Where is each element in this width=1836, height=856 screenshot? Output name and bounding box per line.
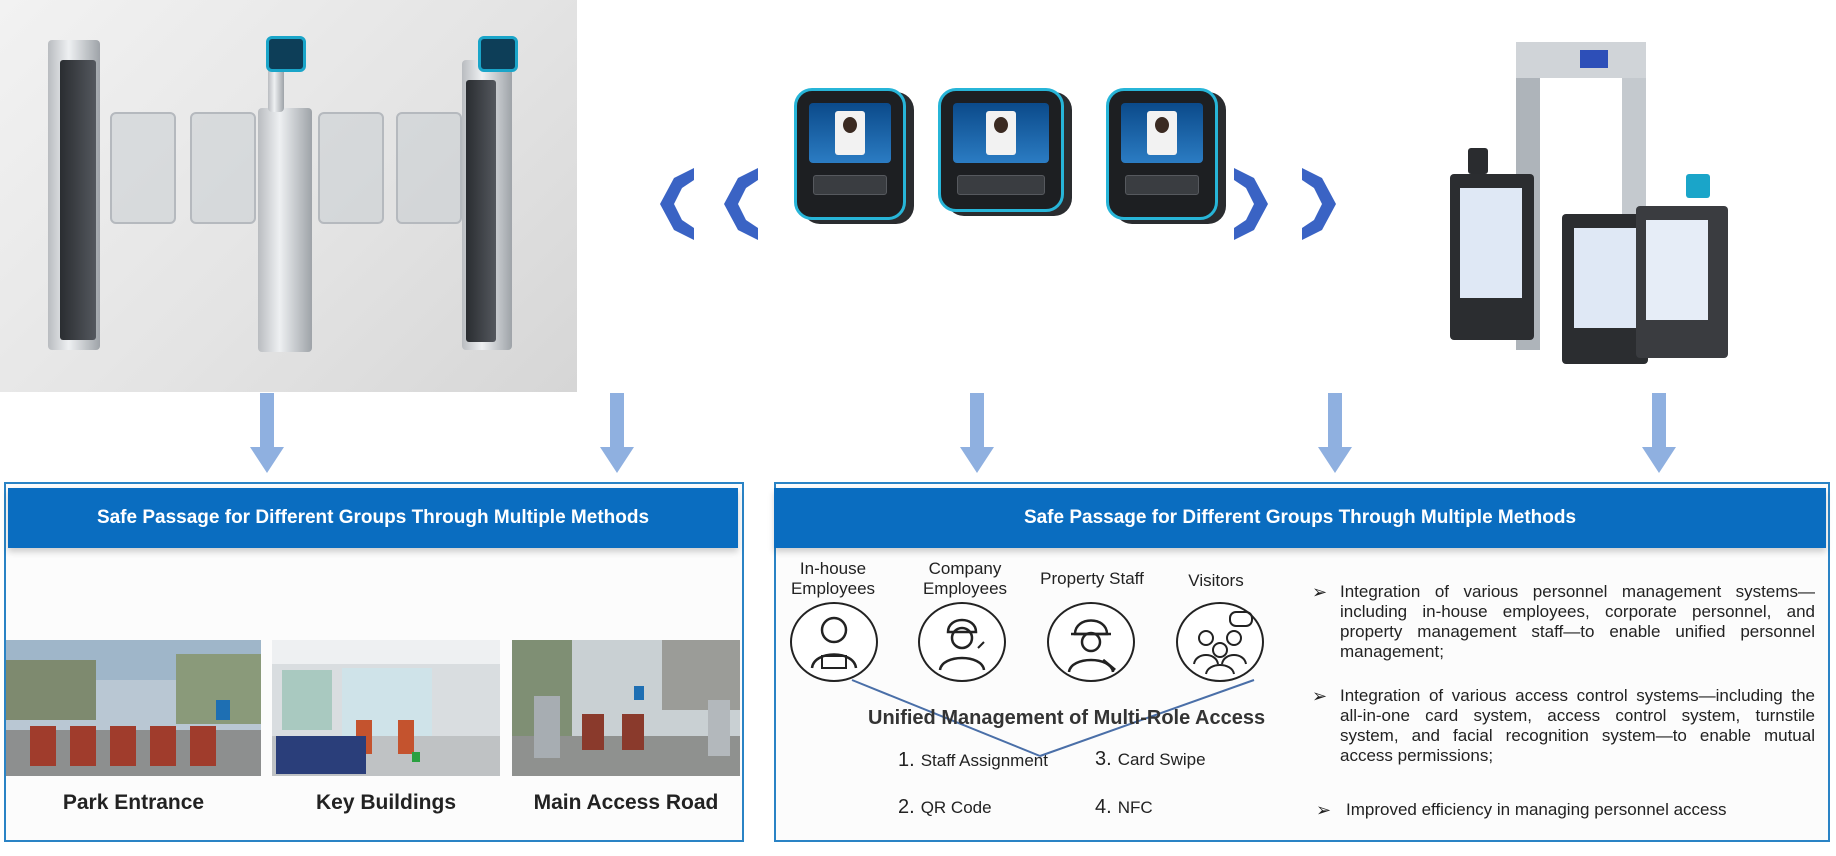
method-qr-code: 2.QR Code [898, 796, 992, 818]
method-nfc: 4.NFC [1095, 796, 1153, 818]
location-caption-park-entrance: Park Entrance [62, 791, 205, 814]
right-panel-header: Safe Passage for Different Groups Throug… [774, 488, 1826, 548]
bullet-arrow-icon: ➢ [1312, 582, 1328, 602]
turnstile-gates-image [0, 0, 577, 392]
chevron-left-icon [724, 168, 758, 240]
role-label-inhouse-employees: In-house Employees [790, 559, 876, 598]
connector-lines [851, 679, 1255, 757]
group-visitors-icon [1176, 602, 1264, 682]
method-staff-assignment: 1.Staff Assignment [898, 749, 1048, 771]
main-access-road-photo [512, 640, 740, 776]
park-entrance-photo [6, 640, 261, 776]
worker-icon [918, 602, 1006, 682]
location-caption-key-buildings: Key Buildings [315, 791, 457, 814]
down-arrow-icon [960, 393, 994, 473]
role-label-property-staff: Property Staff [1040, 569, 1144, 588]
hardhat-worker-icon [1047, 602, 1135, 682]
bullet-arrow-icon: ➢ [1312, 686, 1328, 706]
bullet-improved-efficiency: ➢ Improved efficiency in managing person… [1316, 800, 1727, 820]
role-label-visitors: Visitors [1188, 571, 1244, 590]
employee-icon [790, 602, 878, 682]
chevron-left-icon [660, 168, 694, 240]
down-arrow-icon [250, 393, 284, 473]
metal-detector-gate-image [1440, 28, 1740, 370]
chevron-right-icon [1234, 168, 1268, 240]
unified-management-title: Unified Management of Multi-Role Access [868, 707, 1266, 729]
chevron-right-icon [1302, 168, 1336, 240]
down-arrow-icon [1318, 393, 1352, 473]
bullet-personnel-integration: ➢ Integration of various personnel manag… [1312, 582, 1815, 661]
bullet-access-control-integration: ➢ Integration of various access control … [1312, 686, 1815, 765]
location-caption-main-access-road: Main Access Road [533, 791, 719, 814]
face-recognition-terminals-image [650, 80, 1350, 250]
bullet-arrow-icon: ➢ [1316, 800, 1332, 820]
role-label-company-employees: Company Employees [922, 559, 1008, 598]
key-buildings-photo [272, 640, 500, 776]
down-arrow-icon [1642, 393, 1676, 473]
method-card-swipe: 3.Card Swipe [1095, 748, 1206, 770]
left-panel-header: Safe Passage for Different Groups Throug… [8, 488, 738, 548]
down-arrow-icon [600, 393, 634, 473]
